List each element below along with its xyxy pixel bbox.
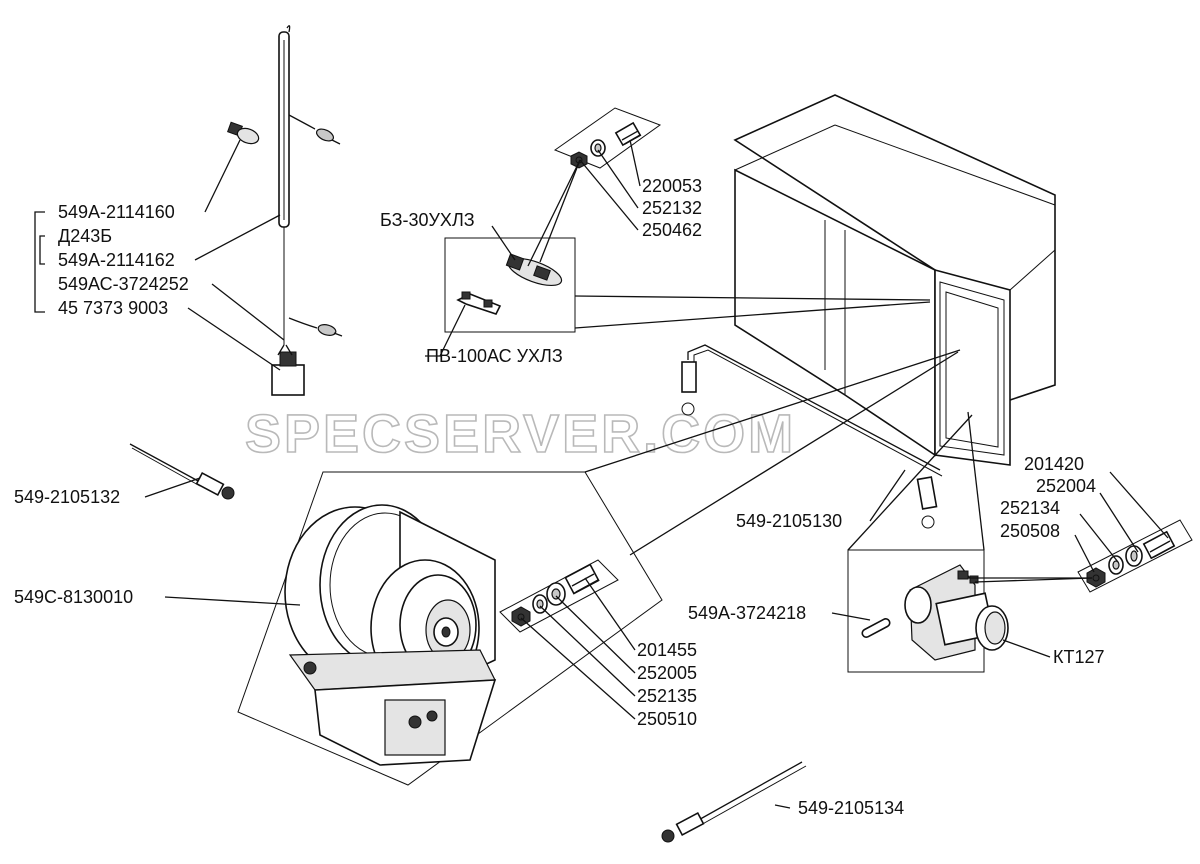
label-45-7373-9003: 45 7373 9003 (58, 298, 168, 318)
label-549ac-3724252: 549АС-3724252 (58, 274, 189, 294)
label-d243b: Д243Б (58, 226, 112, 246)
label-549-2105130: 549-2105130 (736, 511, 842, 531)
label-549a-2114162: 549А-2114162 (58, 250, 175, 270)
label-201420: 201420 (1024, 454, 1084, 474)
label-252004: 252004 (1036, 476, 1096, 496)
watermark: SPECSERVER.COM (245, 404, 796, 464)
label-549a-3724218: 549А-3724218 (688, 603, 806, 623)
wire-549-2105134 (661, 761, 807, 843)
fastener-set-top (553, 107, 662, 169)
fastener-set-right (1077, 519, 1193, 593)
fuse-inset (444, 237, 576, 333)
sensor (227, 121, 260, 145)
label-549-2105132: 549-2105132 (14, 487, 120, 507)
label-252134: 252134 (1000, 498, 1060, 518)
cabinet (733, 94, 1056, 466)
label-252135: 252135 (637, 686, 697, 706)
label-549-2105134: 549-2105134 (798, 798, 904, 818)
wire-549-2105132 (129, 443, 235, 500)
label-252132: 252132 (642, 198, 702, 218)
fan-unit (284, 504, 497, 766)
label-201455: 201455 (637, 640, 697, 660)
pin (861, 618, 891, 638)
leader-lines (34, 139, 1169, 809)
fuse-holder-bottom (456, 291, 502, 315)
label-252005: 252005 (637, 663, 697, 683)
label-fuse-bz30: БЗ-30УХЛЗ (380, 210, 475, 230)
heater-element (271, 25, 343, 396)
fastener-set-mid (499, 559, 619, 633)
label-250462: 250462 (642, 220, 702, 240)
label-fuse-pv100: ПВ-100АС УХЛЗ (426, 346, 563, 366)
label-549c-8130010: 549С-8130010 (14, 587, 133, 607)
fuse-holder-top (505, 253, 563, 287)
label-549a-2114160: 549А-2114160 (58, 202, 175, 222)
switch-inset (847, 549, 1009, 673)
wire-549-2105130 (681, 344, 943, 529)
label-250508: 250508 (1000, 521, 1060, 541)
label-kt127: КТ127 (1053, 647, 1105, 667)
fan-inset (237, 471, 663, 786)
label-250510: 250510 (637, 709, 697, 729)
labels: 549А-2114160 Д243Б 549А-2114162 549АС-37… (14, 176, 1105, 818)
label-220053: 220053 (642, 176, 702, 196)
